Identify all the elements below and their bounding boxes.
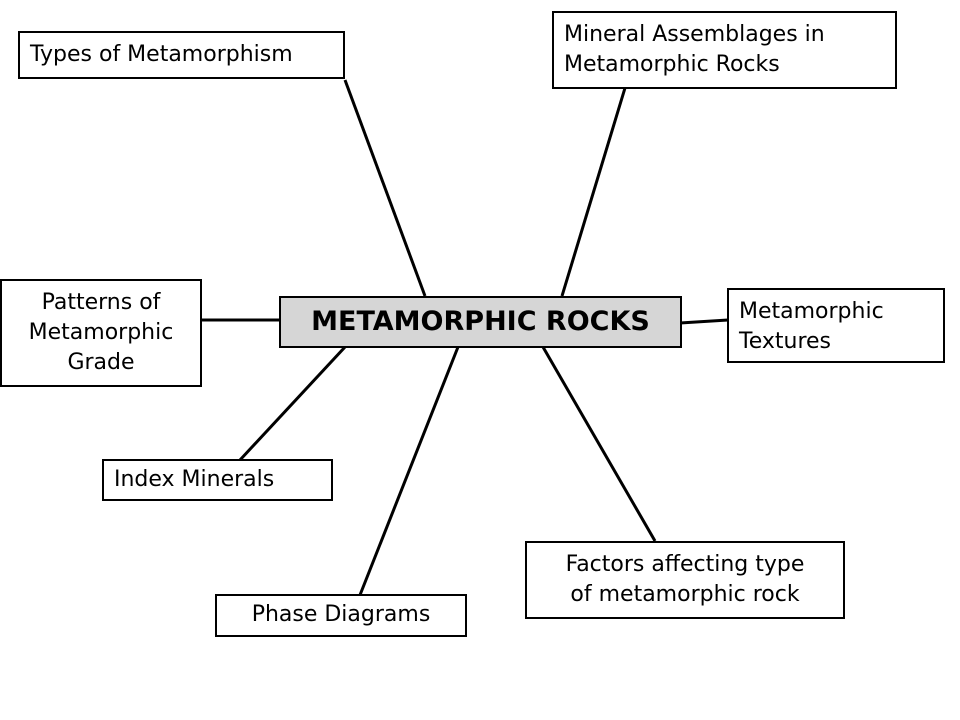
- node-label-line-2: Textures: [739, 329, 831, 354]
- node-mineral-assemblages: Mineral Assemblages in Metamorphic Rocks: [552, 11, 897, 89]
- connector-assemblages: [560, 87, 627, 297]
- node-phase-diagrams: Phase Diagrams: [215, 594, 467, 637]
- central-topic: METAMORPHIC ROCKS: [279, 296, 682, 348]
- node-factors-affecting-type: Factors affecting type of metamorphic ro…: [525, 541, 845, 619]
- node-label-line-1: Metamorphic: [739, 299, 884, 324]
- node-label-line-1: Factors affecting type: [565, 552, 805, 577]
- node-label-line-3: Grade: [67, 350, 135, 375]
- connector-types: [343, 79, 427, 297]
- connector-phase: [358, 346, 460, 596]
- node-types-of-metamorphism: Types of Metamorphism: [18, 31, 345, 79]
- central-topic-label: METAMORPHIC ROCKS: [311, 306, 650, 337]
- node-patterns-of-metamorphic-grade: Patterns of Metamorphic Grade: [0, 279, 202, 387]
- node-label: Types of Metamorphism: [30, 42, 293, 67]
- node-label-line-2: Metamorphic: [28, 320, 174, 345]
- node-label: Index Minerals: [114, 467, 275, 492]
- connector-factors: [541, 346, 657, 542]
- connector-textures: [679, 318, 729, 325]
- node-label-line-1: Mineral Assemblages in: [564, 22, 825, 47]
- node-index-minerals: Index Minerals: [102, 459, 333, 501]
- node-label-line-2: Metamorphic Rocks: [564, 52, 780, 77]
- connector-index: [238, 345, 347, 462]
- node-label: Phase Diagrams: [251, 602, 431, 627]
- node-label-line-1: Patterns of: [41, 290, 161, 315]
- node-metamorphic-textures: Metamorphic Textures: [727, 288, 945, 363]
- node-label-line-2: of metamorphic rock: [570, 582, 800, 607]
